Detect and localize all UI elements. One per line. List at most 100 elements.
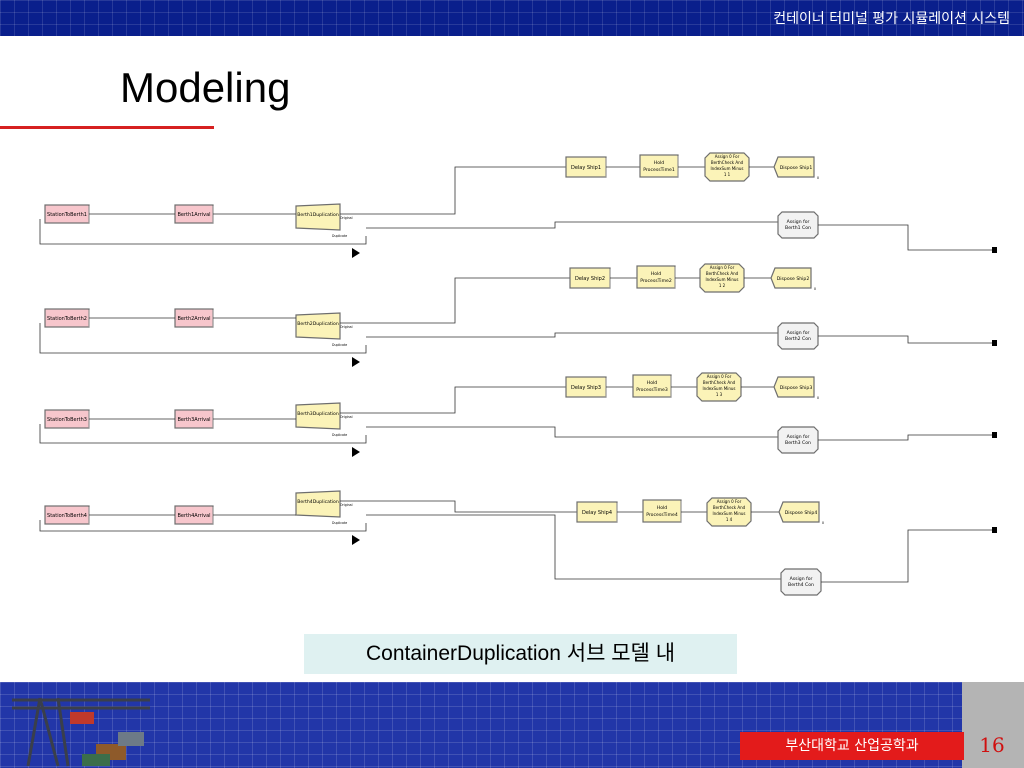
- university-label: 부산대학교 산업공학과: [740, 732, 964, 760]
- assign-module-3: [696, 372, 742, 402]
- dispose-label-4: Dispose Ship4: [785, 510, 818, 516]
- hold-label-a-2: Hold: [651, 271, 662, 277]
- hold-label-a-3: Hold: [647, 380, 658, 386]
- arrival-label-3: Berth3Arrival: [177, 417, 210, 423]
- hold-label-b-1: ProcessTime1: [643, 167, 675, 173]
- arrival-label-4: Berth4Arrival: [177, 513, 210, 519]
- connector-con-exit-4: [821, 529, 994, 583]
- assign-module-1: [704, 152, 750, 182]
- assign-con-label-1-0: Assign for: [787, 219, 810, 225]
- assign-label-4-1: BerthCheck And: [713, 505, 746, 510]
- assign-label-3-1: BerthCheck And: [703, 380, 736, 385]
- delay-label-3: Delay Ship3: [571, 385, 601, 391]
- dispose-label-3: Dispose Ship3: [780, 385, 813, 391]
- slide-caption: ContainerDuplication 서브 모델 내: [304, 634, 737, 674]
- assign-con-label-4-0: Assign for: [790, 576, 813, 582]
- hold-module-2: [636, 265, 676, 289]
- assign-con-label-3-1: Berth3 Con: [785, 440, 811, 446]
- connector-dup-delay-1: [340, 166, 566, 215]
- dispose-module-4: [778, 501, 820, 523]
- hold-label-a-1: Hold: [654, 160, 665, 166]
- connector-dup-delay-2: [340, 277, 570, 324]
- port-duplicate-2: Duplicate: [332, 343, 347, 347]
- hold-module-4: [642, 499, 682, 523]
- assign-label-1-0: Assign 0 For: [715, 154, 740, 159]
- assign-con-module-1: [777, 211, 819, 239]
- connector-dup-delay-3: [340, 386, 566, 414]
- duplication-module-1: [295, 203, 341, 231]
- feedback-connector-2: [39, 323, 367, 354]
- dispose-counter-3: 0: [817, 396, 819, 400]
- feedback-arrow-3: [352, 447, 360, 457]
- duplication-label-4: Berth4Duplication: [297, 499, 339, 505]
- station-label-4: StationToBerth4: [47, 513, 87, 519]
- feedback-connector-3: [39, 424, 367, 444]
- feedback-arrow-1: [352, 248, 360, 258]
- port-duplicate-4: Duplicate: [332, 521, 347, 525]
- assign-con-label-2-1: Berth2 Con: [785, 336, 811, 342]
- connector-dup-delay-4: [340, 500, 577, 513]
- dispose-label-2: Dispose Ship2: [777, 276, 810, 282]
- assign-label-2-2: IndexSum Minus: [706, 277, 739, 282]
- assign-module-4: [706, 497, 752, 527]
- delay-label-1: Delay Ship1: [571, 165, 601, 171]
- assign-label-2-3: 1 2: [719, 283, 726, 288]
- footer-gray-block: [962, 682, 1024, 768]
- assign-label-4-2: IndexSum Minus: [713, 511, 746, 516]
- connector-con-exit-2: [818, 335, 994, 344]
- connector-dup-con-3: [366, 426, 778, 438]
- title-underline: [0, 126, 214, 129]
- duplication-label-1: Berth1Duplication: [297, 212, 339, 218]
- port-duplicate-3: Duplicate: [332, 433, 347, 437]
- assign-label-3-2: IndexSum Minus: [703, 386, 736, 391]
- assign-label-1-2: IndexSum Minus: [711, 166, 744, 171]
- slide-title: Modeling: [120, 64, 291, 111]
- duplication-module-3: [295, 402, 341, 430]
- connector-con-exit-1: [818, 224, 994, 251]
- delay-label-2: Delay Ship2: [575, 276, 605, 282]
- dispose-module-1: [773, 156, 815, 178]
- duplication-module-4: [295, 490, 341, 518]
- exit-node-2: [992, 340, 997, 346]
- assign-label-3-3: 1 3: [716, 392, 723, 397]
- station-label-3: StationToBerth3: [47, 417, 87, 423]
- connector-con-exit-3: [818, 434, 994, 441]
- port-duplicate-1: Duplicate: [332, 234, 347, 238]
- dispose-label-1: Dispose Ship1: [780, 165, 813, 171]
- delay-label-4: Delay Ship4: [582, 510, 612, 516]
- station-label-2: StationToBerth2: [47, 316, 87, 322]
- duplication-label-2: Berth2Duplication: [297, 321, 339, 327]
- feedback-connector-4: [39, 520, 367, 532]
- connector-dup-con-2: [366, 332, 778, 338]
- arrival-label-2: Berth2Arrival: [177, 316, 210, 322]
- feedback-connector-1: [39, 219, 367, 245]
- dispose-counter-2: 0: [814, 287, 816, 291]
- feedback-arrow-4: [352, 535, 360, 545]
- assign-label-2-1: BerthCheck And: [706, 271, 739, 276]
- assign-con-module-4: [780, 568, 822, 596]
- assign-con-label-4-1: Berth4 Con: [788, 582, 814, 588]
- duplication-label-3: Berth3Duplication: [297, 411, 339, 417]
- hold-label-b-3: ProcessTime3: [636, 387, 668, 393]
- hold-module-1: [639, 154, 679, 178]
- port-original-2: Original: [340, 325, 353, 329]
- exit-node-4: [992, 527, 997, 533]
- connector-dup-con-4: [366, 514, 781, 580]
- assign-con-label-1-1: Berth1 Con: [785, 225, 811, 231]
- arrival-label-1: Berth1Arrival: [177, 212, 210, 218]
- assign-module-2: [699, 263, 745, 293]
- feedback-arrow-2: [352, 357, 360, 367]
- exit-node-3: [992, 432, 997, 438]
- assign-label-1-3: 1 1: [724, 172, 731, 177]
- assign-label-2-0: Assign 0 For: [710, 265, 735, 270]
- container-crane-icon: [12, 697, 150, 767]
- duplication-module-2: [295, 312, 341, 340]
- assign-label-4-3: 1 4: [726, 517, 733, 522]
- system-title: 컨테이너 터미널 평가 시뮬레이션 시스템: [773, 11, 1010, 27]
- assign-label-3-0: Assign 0 For: [707, 374, 732, 379]
- dispose-counter-1: 0: [817, 176, 819, 180]
- hold-label-b-4: ProcessTime4: [646, 512, 678, 518]
- dispose-module-3: [773, 376, 815, 398]
- assign-con-module-2: [777, 322, 819, 350]
- assign-con-label-3-0: Assign for: [787, 434, 810, 440]
